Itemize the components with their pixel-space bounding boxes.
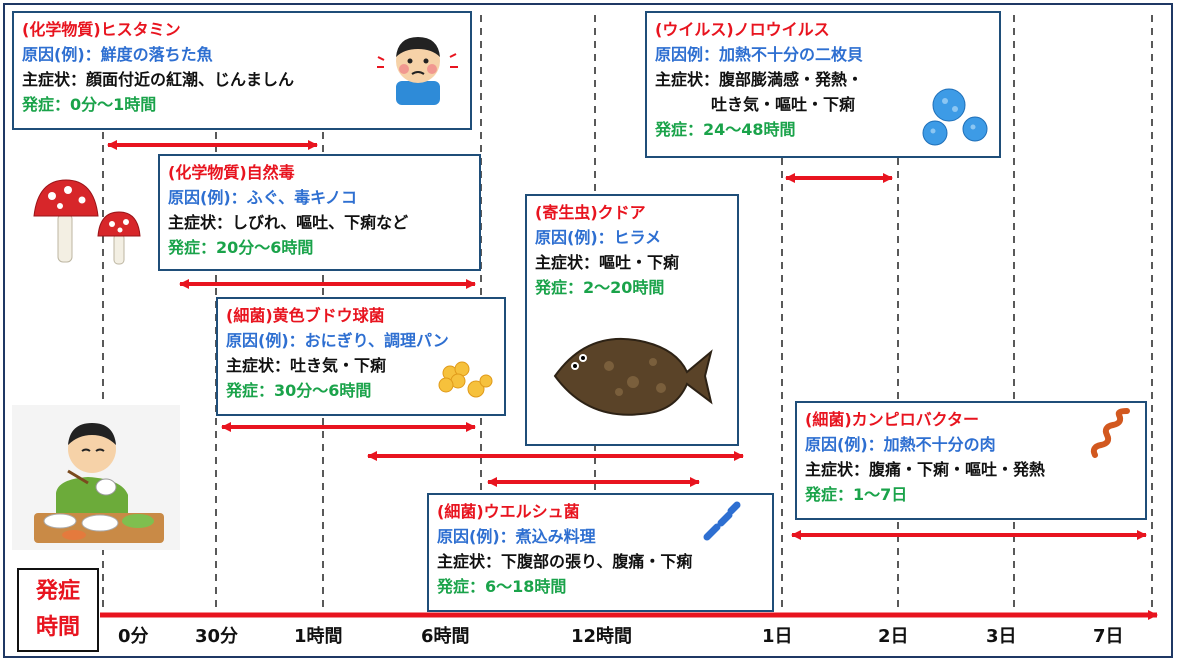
card-title: (寄生虫)クドア: [535, 203, 646, 222]
card-natural-toxin: (化学物質)自然毒 原因(例)：ふぐ、毒キノコ 主症状：しびれ、嘔吐、下痢など …: [158, 154, 481, 271]
diagram-frame: [3, 3, 1173, 658]
person-allergy-icon: [377, 37, 458, 105]
card-title: (ウイルス)ノロウイルス: [655, 20, 830, 39]
card-symptom: 主症状：嘔吐・下痢: [535, 253, 680, 272]
card-title: (細菌)カンピロバクター: [805, 410, 979, 429]
mushroom-icon: [33, 179, 141, 265]
card-onset: 発症：2～20時間: [535, 278, 665, 297]
card-onset: 発症：24～48時間: [655, 120, 796, 139]
card-cause: 原因例：加熱不十分の二枚貝: [655, 45, 864, 64]
staph-bacteria-icon: [438, 361, 493, 398]
tick-label: 1日: [762, 626, 793, 647]
card-symptom: 主症状：しびれ、嘔吐、下痢など: [168, 213, 409, 232]
tick-label: 6時間: [421, 626, 470, 647]
onset-label-line2: 時間: [35, 615, 80, 640]
person-eating-icon: [12, 405, 180, 550]
tick-label: 0分: [118, 626, 149, 647]
tick-label: 1時間: [294, 626, 343, 647]
card-title: (細菌)黄色ブドウ球菌: [226, 306, 385, 325]
card-onset: 発症：20分～6時間: [168, 238, 314, 257]
card-cause: 原因(例)：鮮度の落ちた魚: [22, 45, 213, 64]
card-kudoa: (寄生虫)クドア 原因(例)：ヒラメ 主症状：嘔吐・下痢 発症：2～20時間: [525, 194, 739, 446]
card-campylobacter: (細菌)カンピロバクター 原因(例)：加熱不十分の肉 主症状：腹痛・下痢・嘔吐・…: [795, 401, 1147, 520]
spiral-bacteria-icon: [1090, 408, 1130, 458]
card-onset: 発症：30分～6時間: [226, 381, 372, 400]
card-symptom: 主症状：下腹部の張り、腹痛・下痢: [437, 552, 693, 571]
card-onset: 発症：0分～1時間: [22, 95, 157, 114]
card-title: (細菌)ウエルシュ菌: [437, 502, 580, 521]
flounder-icon: [553, 337, 713, 416]
tick-label: 12時間: [571, 626, 633, 647]
card-cause: 原因(例)：ヒラメ: [535, 228, 662, 247]
card-title: (化学物質)ヒスタミン: [22, 20, 181, 39]
onset-label-line1: 発症: [35, 579, 80, 604]
virus-icon: [922, 88, 988, 146]
card-staphylococcus: (細菌)黄色ブドウ球菌 原因(例)：おにぎり、調理パン 主症状：吐き気・下痢 発…: [216, 297, 506, 416]
card-perfringens: (細菌)ウエルシュ菌 原因(例)：煮込み料理 主症状：下腹部の張り、腹痛・下痢 …: [427, 493, 774, 612]
card-cause: 原因(例)：ふぐ、毒キノコ: [168, 188, 358, 207]
tick-label: 30分: [195, 626, 239, 647]
tick-label: 2日: [878, 626, 909, 647]
card-cause: 原因(例)：おにぎり、調理パン: [226, 331, 449, 350]
card-symptom: 主症状：顔面付近の紅潮、じんましん: [22, 70, 295, 89]
card-cause: 原因(例)：煮込み料理: [437, 527, 596, 546]
card-title: (化学物質)自然毒: [168, 163, 295, 182]
card-symptom: 主症状：腹痛・下痢・嘔吐・発熱: [805, 460, 1046, 479]
card-onset: 発症：6～18時間: [437, 577, 567, 596]
onset-range-arrows: [107, 140, 1147, 540]
tick-label: 3日: [986, 626, 1017, 647]
card-onset: 発症：1～7日: [805, 485, 908, 504]
rod-bacteria-icon: [703, 501, 741, 541]
onset-time-label: 発症 時間: [17, 568, 99, 652]
tick-label: 7日: [1093, 626, 1124, 647]
card-symptom: 主症状：吐き気・下痢: [226, 356, 387, 375]
card-symptom: 主症状：腹部膨満感・発熱・: [655, 70, 864, 89]
card-norovirus: (ウイルス)ノロウイルス 原因例：加熱不十分の二枚貝 主症状：腹部膨満感・発熱・…: [645, 11, 1001, 158]
card-cause: 原因(例)：加熱不十分の肉: [805, 435, 996, 454]
card-symptom-cont: 吐き気・嘔吐・下痢: [711, 95, 856, 114]
card-histamine: (化学物質)ヒスタミン 原因(例)：鮮度の落ちた魚 主症状：顔面付近の紅潮、じん…: [12, 11, 472, 130]
